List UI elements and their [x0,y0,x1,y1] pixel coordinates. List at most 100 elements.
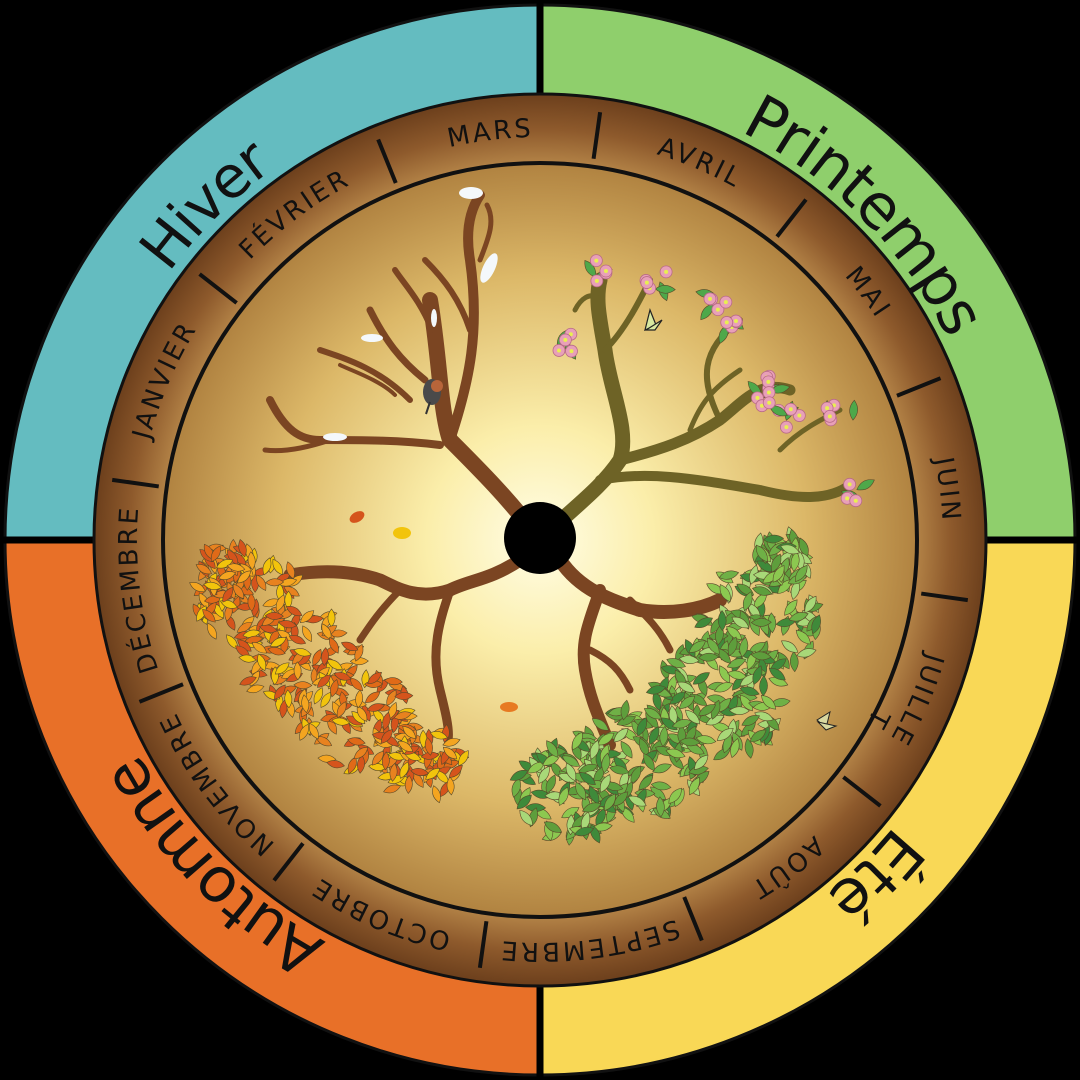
leaf [698,652,720,662]
leaf [382,711,391,731]
month-separator [477,920,489,969]
leaf [756,560,775,573]
month-separator [591,111,603,160]
leaf [591,718,609,731]
leaf [293,681,313,690]
leaf [565,762,577,782]
month-separator [111,477,160,489]
leaf [446,776,455,796]
leaf [321,623,332,640]
leaf [239,676,257,686]
leaf [579,772,596,785]
leaf [744,738,754,759]
leaf [665,748,686,759]
leaf [616,715,636,726]
leaf [620,740,633,759]
leaf [714,682,734,693]
leaf [330,679,339,698]
leaf [718,570,740,580]
leaf [210,545,221,563]
summer-foliage [509,526,824,846]
leaf [195,564,212,575]
leaf [659,725,669,747]
leaf [262,557,272,576]
leaf [707,637,720,655]
leaf [726,658,747,669]
leaf [347,737,366,746]
leaf [582,802,602,813]
leaf [650,781,672,791]
leaf [767,612,777,634]
leaf [666,658,686,668]
leaf [759,675,768,697]
leaf [227,549,239,565]
leaf [371,750,384,766]
moth-icon [816,710,838,731]
leaf [317,674,331,688]
leaf [278,620,297,629]
leaf [752,586,773,596]
leaf [519,809,533,826]
leaf [516,794,532,810]
leaf [784,599,798,616]
leaf [795,629,811,645]
month-separator [138,682,184,704]
leaf [285,605,303,617]
leaf [643,753,655,772]
leaf [340,641,359,651]
leaf [571,731,583,751]
leaf [251,642,268,654]
leaf [302,625,313,643]
leaf [575,781,587,801]
leaf [336,701,347,719]
leaf [750,618,772,627]
month-separator [775,198,808,238]
leaf [545,774,556,794]
leaf [692,672,710,685]
leaf [274,662,290,675]
leaf [731,616,750,629]
month-separator [376,138,398,184]
leaf [267,647,286,656]
leaf [543,821,563,833]
leaf [811,614,821,635]
leaf [795,564,808,582]
leaf [329,636,339,654]
leaf [749,729,767,743]
leaf [763,534,785,544]
leaf [613,791,629,807]
center-hub[interactable] [504,502,576,574]
leaf [636,717,647,737]
leaf [301,694,310,714]
leaf [726,670,748,680]
leaf [781,640,799,653]
leaf [367,671,382,685]
leaf [410,768,430,777]
leaf [716,728,734,741]
leaf [719,584,731,603]
leaf [750,651,772,661]
leaf [313,687,323,705]
leaf [678,695,696,709]
leaf [525,803,547,812]
leaf [630,765,642,785]
leaf [207,622,217,640]
leaf [561,755,581,767]
leaf [754,711,774,722]
leaf [299,723,309,741]
leaf [357,754,365,774]
leaf [425,767,441,780]
leaf [278,578,298,587]
leaf [856,479,875,491]
blossoms [552,254,875,508]
leaf [694,754,709,770]
leaf [458,750,469,767]
leaf [557,773,578,783]
leaf [349,657,369,666]
leaf [257,653,267,672]
leaf [222,586,234,603]
leaf [349,677,363,692]
leaf [546,740,559,758]
leaf [627,795,647,807]
leaf [345,715,363,726]
